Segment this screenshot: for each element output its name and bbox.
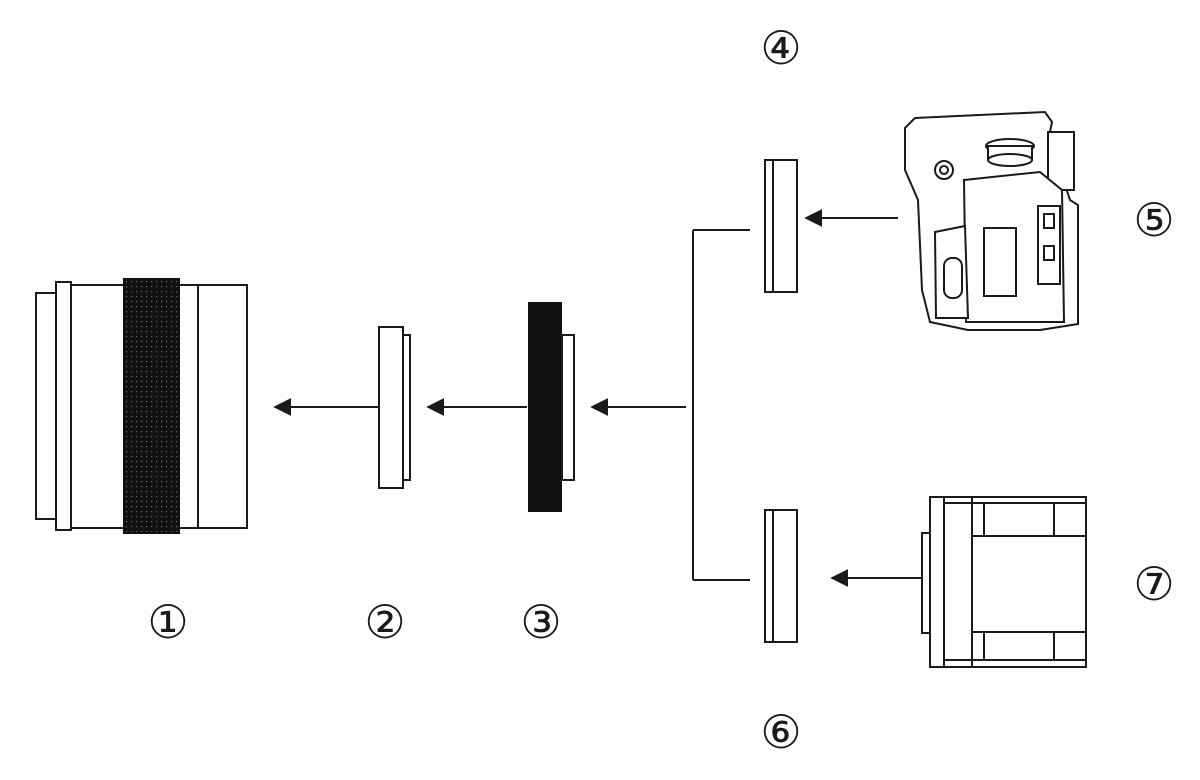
- label-5: ⑤: [1133, 193, 1174, 247]
- label-2: ②: [364, 595, 405, 649]
- branch-bracket: [692, 229, 750, 581]
- label-3: ③: [520, 595, 561, 649]
- dslr-camera-icon: [904, 110, 1079, 331]
- adapter-ring-6: [764, 509, 798, 643]
- dark-adapter-3: [528, 302, 575, 512]
- arrows: [273, 209, 922, 587]
- box-camera-icon: [921, 496, 1087, 668]
- label-4: ④: [760, 21, 801, 75]
- label-7: ⑦: [1133, 557, 1174, 611]
- lens-barrel-icon: [35, 278, 248, 534]
- adapter-ring-2: [378, 326, 411, 489]
- label-6: ⑥: [760, 705, 801, 759]
- label-1: ①: [147, 595, 188, 649]
- adapter-ring-4: [764, 159, 798, 293]
